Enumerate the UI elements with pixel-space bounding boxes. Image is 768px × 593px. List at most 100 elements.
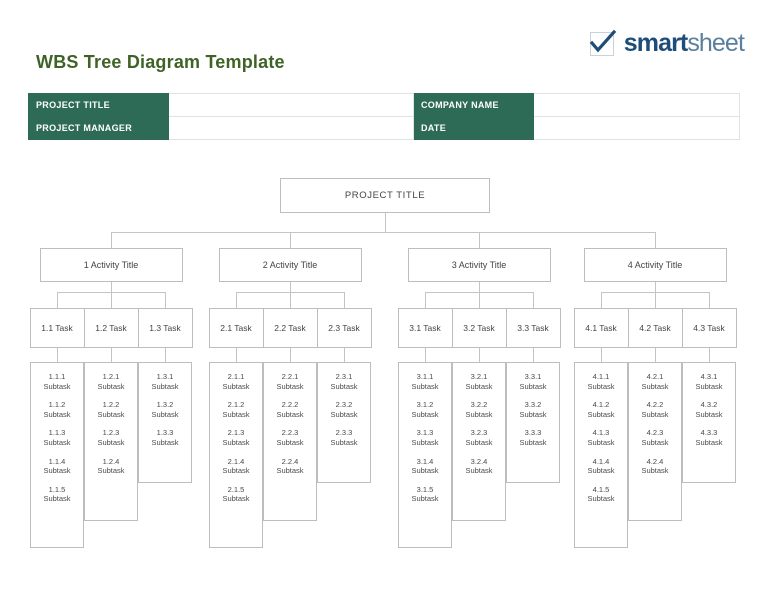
- task-node-1.2[interactable]: 1.2 Task: [83, 308, 139, 348]
- smartsheet-logo: smartsheet: [589, 28, 745, 57]
- connector-task-stem: [479, 292, 480, 308]
- activity-node-2[interactable]: 2 Activity Title: [218, 248, 362, 282]
- connector-subtask-stem: [57, 348, 58, 362]
- input-company-name[interactable]: [533, 93, 740, 117]
- task-node-2.3[interactable]: 2.3 Task: [316, 308, 372, 348]
- task-node-2.1[interactable]: 2.1 Task: [208, 308, 264, 348]
- connector-subtask-stem: [709, 348, 710, 362]
- connector-task-drop: [655, 282, 656, 292]
- connector-task-stem: [655, 292, 656, 308]
- activity-node-1[interactable]: 1 Activity Title: [39, 248, 183, 282]
- root-node[interactable]: PROJECT TITLE: [280, 178, 490, 213]
- activity-node-3[interactable]: 3 Activity Title: [407, 248, 551, 282]
- connector-task-stem: [290, 292, 291, 308]
- activity-node-4[interactable]: 4 Activity Title: [583, 248, 727, 282]
- info-row: PROJECT MANAGER DATE: [28, 116, 740, 140]
- task-node-1.1[interactable]: 1.1 Task: [29, 308, 85, 348]
- logo-text-bold: smart: [623, 28, 688, 57]
- task-node-4.3[interactable]: 4.3 Task: [681, 308, 737, 348]
- input-date[interactable]: [533, 116, 740, 140]
- task-node-2.2[interactable]: 2.2 Task: [262, 308, 318, 348]
- project-info-table: PROJECT TITLE COMPANY NAME PROJECT MANAG…: [28, 93, 740, 140]
- connector-subtask-stem: [479, 348, 480, 362]
- connector-task-stem: [533, 292, 534, 308]
- task-node-3.1[interactable]: 3.1 Task: [397, 308, 453, 348]
- connector-subtask-stem: [236, 348, 237, 362]
- connector-activity-drop: [111, 232, 112, 248]
- connector-subtask-stem: [425, 348, 426, 362]
- connector-task-stem: [425, 292, 426, 308]
- connector-subtask-stem: [601, 348, 602, 362]
- connector-task-stem: [709, 292, 710, 308]
- connector-subtask-stem: [165, 348, 166, 362]
- connector-task-drop: [111, 282, 112, 292]
- logo-wordmark: smartsheet: [623, 28, 745, 57]
- task-node-4.1[interactable]: 4.1 Task: [573, 308, 629, 348]
- input-project-manager[interactable]: [168, 116, 414, 140]
- connector-task-drop: [290, 282, 291, 292]
- info-row: PROJECT TITLE COMPANY NAME: [28, 93, 740, 117]
- connector-task-stem: [236, 292, 237, 308]
- connector-activity-drop: [479, 232, 480, 248]
- task-node-3.2[interactable]: 3.2 Task: [451, 308, 507, 348]
- connector-task-stem: [57, 292, 58, 308]
- checkmark-icon: [589, 29, 617, 57]
- task-node-4.2[interactable]: 4.2 Task: [627, 308, 683, 348]
- connector-subtask-stem: [111, 348, 112, 362]
- label-project-manager: PROJECT MANAGER: [28, 116, 169, 140]
- connector-task-stem: [165, 292, 166, 308]
- connector-subtask-stem: [655, 348, 656, 362]
- connector-subtask-stem: [344, 348, 345, 362]
- task-node-3.3[interactable]: 3.3 Task: [505, 308, 561, 348]
- label-project-title: PROJECT TITLE: [28, 93, 169, 117]
- connector-subtask-stem: [533, 348, 534, 362]
- connector-activity-drop: [290, 232, 291, 248]
- task-node-1.3[interactable]: 1.3 Task: [137, 308, 193, 348]
